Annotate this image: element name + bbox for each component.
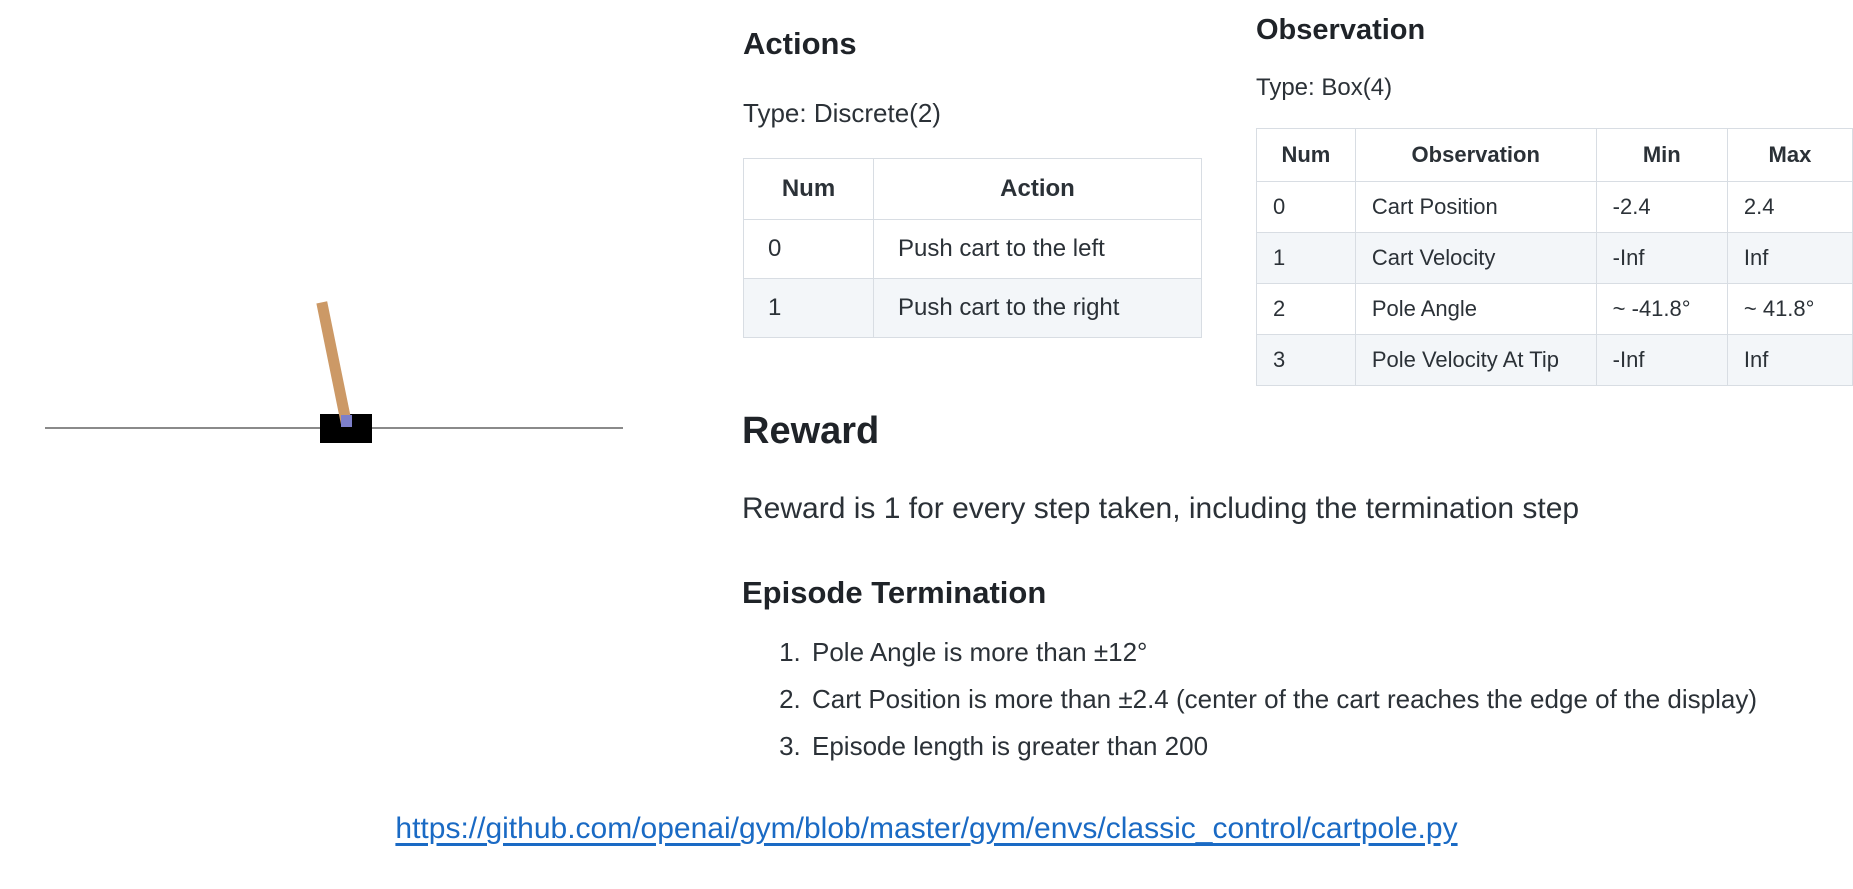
- axle-rect: [341, 415, 352, 427]
- reward-heading: Reward: [742, 410, 880, 452]
- action-desc: Push cart to the left: [873, 219, 1202, 279]
- source-link-row: https://github.com/openai/gym/blob/maste…: [0, 812, 1853, 846]
- obs-col-max-header: Max: [1726, 128, 1853, 182]
- obs-name: Cart Velocity: [1354, 232, 1597, 284]
- obs-max: Inf: [1726, 232, 1853, 284]
- cartpole-visualization: [45, 301, 623, 443]
- obs-num: 0: [1256, 181, 1356, 233]
- pole-rect: [316, 301, 352, 425]
- obs-num: 2: [1256, 283, 1356, 335]
- action-desc: Push cart to the right: [873, 278, 1202, 338]
- obs-min: -Inf: [1595, 334, 1728, 386]
- action-num: 0: [743, 219, 874, 279]
- table-row: 1 Cart Velocity -Inf Inf: [1256, 232, 1853, 284]
- observation-type-label: Type: Box(4): [1256, 74, 1393, 101]
- obs-max: Inf: [1726, 334, 1853, 386]
- termination-condition: Cart Position is more than ±2.4 (center …: [808, 683, 1757, 716]
- obs-name: Cart Position: [1354, 181, 1597, 233]
- episode-termination-list: Pole Angle is more than ±12° Cart Positi…: [742, 636, 1757, 777]
- github-source-link[interactable]: https://github.com/openai/gym/blob/maste…: [395, 812, 1458, 845]
- obs-col-num-header: Num: [1256, 128, 1356, 182]
- table-row: 1 Push cart to the right: [743, 278, 1202, 338]
- observation-heading: Observation: [1256, 14, 1426, 46]
- table-row: 2 Pole Angle ~ -41.8° ~ 41.8°: [1256, 283, 1853, 335]
- table-row: 0 Push cart to the left: [743, 219, 1202, 279]
- termination-condition: Pole Angle is more than ±12°: [808, 636, 1757, 669]
- obs-max: 2.4: [1726, 181, 1853, 233]
- obs-min: -Inf: [1595, 232, 1728, 284]
- actions-table: Num Action 0 Push cart to the left 1 Pus…: [743, 158, 1202, 338]
- table-row: 0 Cart Position -2.4 2.4: [1256, 181, 1853, 233]
- actions-col-action-header: Action: [873, 158, 1202, 220]
- obs-col-min-header: Min: [1595, 128, 1728, 182]
- observation-table: Num Observation Min Max 0 Cart Position …: [1256, 128, 1853, 386]
- obs-name: Pole Angle: [1354, 283, 1597, 335]
- actions-heading: Actions: [743, 26, 857, 61]
- actions-table-header-row: Num Action: [743, 158, 1202, 220]
- reward-description: Reward is 1 for every step taken, includ…: [742, 492, 1580, 525]
- obs-max: ~ 41.8°: [1726, 283, 1853, 335]
- action-num: 1: [743, 278, 874, 338]
- actions-type-label: Type: Discrete(2): [743, 98, 941, 128]
- actions-col-num-header: Num: [743, 158, 874, 220]
- episode-termination-heading: Episode Termination: [742, 575, 1047, 610]
- table-row: 3 Pole Velocity At Tip -Inf Inf: [1256, 334, 1853, 386]
- obs-num: 1: [1256, 232, 1356, 284]
- obs-col-observation-header: Observation: [1354, 128, 1597, 182]
- observation-table-header-row: Num Observation Min Max: [1256, 128, 1853, 182]
- termination-condition: Episode length is greater than 200: [808, 730, 1757, 763]
- obs-num: 3: [1256, 334, 1356, 386]
- obs-name: Pole Velocity At Tip: [1354, 334, 1597, 386]
- obs-min: ~ -41.8°: [1595, 283, 1728, 335]
- obs-min: -2.4: [1595, 181, 1728, 233]
